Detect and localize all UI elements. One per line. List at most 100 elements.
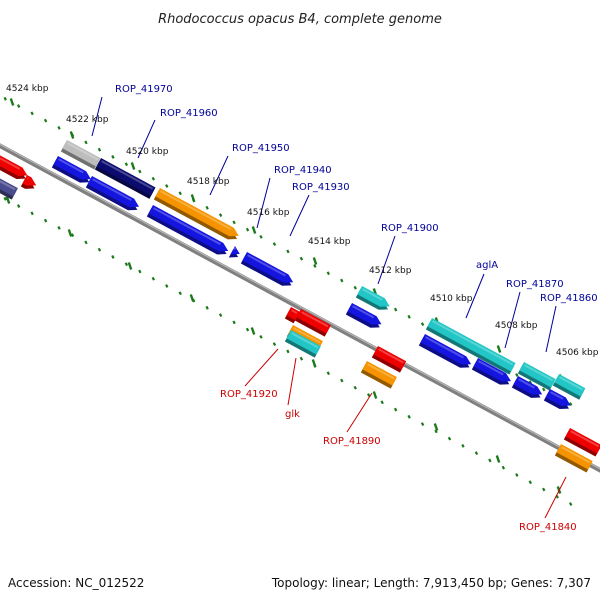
gene-arrow-body (286, 307, 300, 321)
gene-arrow (294, 309, 331, 337)
gene-arrow (20, 175, 37, 189)
gene-label-rop-41940: ROP_41940 (274, 165, 332, 176)
gene-arrow-body (554, 374, 586, 397)
gene-arrow (425, 318, 516, 375)
major-tick (69, 131, 75, 139)
minor-tick (501, 465, 506, 470)
minor-tick (3, 96, 7, 101)
gene-arrow-highlight (291, 309, 298, 314)
gene-arrow (543, 389, 571, 409)
gene-label-rop-41840: ROP_41840 (519, 522, 577, 533)
gene-arrow-body (22, 175, 37, 186)
gene-arrow-body (242, 252, 294, 283)
gene-arrow (0, 150, 28, 180)
gene-arrow-highlight (293, 327, 321, 344)
leader-line (346, 392, 373, 433)
minor-tick (528, 480, 532, 485)
gene-arrow-body (0, 150, 28, 176)
major-tick (190, 194, 196, 202)
scale-label: 4512 kbp (369, 266, 412, 276)
gene-arrow-highlight (153, 207, 221, 246)
minor-tick (111, 155, 115, 159)
genome-axis (0, 143, 600, 473)
minor-tick (151, 276, 155, 281)
leader-line (91, 96, 103, 137)
minor-tick (97, 247, 102, 252)
major-tick (251, 226, 257, 234)
minor-tick (515, 373, 519, 377)
leader-line (289, 194, 310, 237)
minor-tick (30, 111, 34, 116)
gene-arrow-body (53, 156, 91, 180)
gene-label-rop-41930: ROP_41930 (292, 182, 350, 193)
minor-tick (326, 371, 331, 376)
minor-tick (111, 255, 115, 259)
major-tick (372, 391, 378, 399)
minor-tick (57, 225, 61, 230)
gene-arrow-body (420, 334, 472, 365)
scale-label: 4510 kbp (430, 294, 473, 304)
major-tick (127, 262, 133, 270)
gene-arrow-shadow (0, 175, 17, 200)
minor-tick (16, 104, 21, 108)
gene-arrow-body (556, 444, 593, 470)
scale-tick-marks (3, 96, 573, 506)
minor-tick (568, 502, 573, 506)
leader-line (504, 291, 521, 349)
gene-arrow-highlight (291, 332, 319, 349)
minor-tick (286, 349, 290, 354)
gene-arrow (240, 252, 294, 286)
minor-tick (205, 305, 209, 310)
minor-tick (245, 327, 250, 332)
minor-tick (84, 240, 88, 245)
leader-line (244, 348, 279, 387)
minor-tick (542, 387, 546, 392)
gene-arrow-highlight (101, 160, 154, 190)
gene-arrow-highlight (570, 430, 600, 448)
leader-line (545, 305, 557, 353)
gene-arrow-body (473, 358, 511, 382)
minor-tick (326, 271, 331, 276)
gene-arrow-highlight (550, 391, 564, 400)
gene-arrow-body (427, 318, 516, 372)
gene-arrow (554, 444, 593, 473)
gene-arrow-highlight (0, 152, 21, 170)
minor-tick (43, 218, 48, 223)
gene-arrow-body (96, 158, 156, 196)
minor-tick (393, 307, 398, 312)
minor-tick (205, 205, 209, 210)
gene-arrow (146, 205, 229, 255)
scale-label: 4518 kbp (187, 177, 230, 187)
gene-arrow (284, 330, 321, 358)
minor-tick (178, 191, 182, 196)
axis-line (0, 143, 600, 473)
minor-tick (70, 233, 75, 238)
gene-labels-bottom: ROP_41920 glk ROP_41890 ROP_41840 (220, 389, 577, 533)
gene-label-rop-41900: ROP_41900 (381, 223, 439, 234)
gene-label-rop-41960: ROP_41960 (160, 108, 218, 119)
gene-arrow-body (148, 205, 229, 252)
minor-tick (313, 264, 317, 268)
minor-tick (138, 269, 142, 274)
minor-tick (488, 458, 492, 463)
minor-tick (420, 422, 425, 426)
major-tick (5, 196, 11, 204)
gene-arrow-body (87, 176, 140, 208)
gene-arrow-highlight (160, 190, 232, 231)
minor-tick (165, 284, 169, 288)
genome-summary-text: Topology: linear; Length: 7,913,450 bp; … (271, 576, 591, 590)
gene-arrow (153, 188, 239, 240)
gene-arrow-highlight (432, 320, 514, 366)
gene-arrow (418, 334, 472, 368)
gene-arrow-body (0, 172, 18, 197)
lower-scale-track (3, 196, 573, 506)
gene-arrow-body (62, 140, 101, 167)
minor-tick (151, 176, 155, 181)
gene-arrow (360, 361, 397, 389)
gene-label-rop-41920: ROP_41920 (220, 389, 278, 400)
gene-arrow (228, 246, 240, 258)
gene-arrow (94, 158, 156, 199)
axis-highlight (0, 143, 600, 470)
gene-label-rop-41860: ROP_41860 (540, 293, 598, 304)
